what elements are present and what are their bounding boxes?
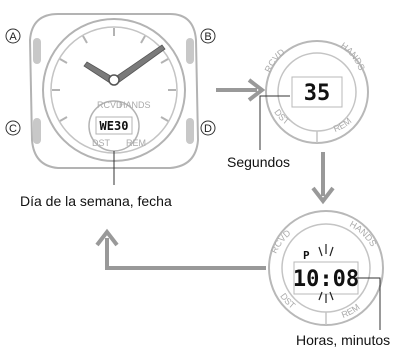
- button-d-badge: [200, 120, 216, 136]
- seconds-leader: [259, 95, 290, 150]
- button-c-badge: [5, 120, 21, 136]
- minute-hand: [113, 44, 166, 84]
- pusher-d: [186, 118, 194, 144]
- case-outline: [28, 13, 200, 169]
- flash-mark: [318, 246, 323, 257]
- pm-indicator: P: [303, 249, 310, 262]
- label-day-date: Día de la semana, fecha: [20, 193, 172, 209]
- subdial-lcd: [95, 116, 133, 135]
- arrow-return: [95, 228, 266, 270]
- subdial-display: WE30: [100, 119, 129, 133]
- pusher-a: [33, 38, 41, 64]
- subdial-label-tl: RCVD: [97, 100, 123, 110]
- hour-markers: [52, 28, 176, 122]
- arrow-shaft: [105, 238, 266, 270]
- button-b-badge: [200, 28, 216, 44]
- arrow-to-time: [311, 152, 335, 205]
- seconds-display-dial: RCVD HANDS DST REM 35: [259, 40, 369, 150]
- marker-4: [160, 116, 169, 122]
- button-a-label: A: [9, 31, 17, 43]
- pusher-c: [33, 118, 41, 144]
- pusher-b: [186, 38, 194, 64]
- arrow-head: [311, 186, 335, 205]
- hand-pivot: [108, 74, 120, 86]
- subdial-label-tr: HANDS: [119, 100, 151, 110]
- marker-10: [59, 58, 68, 64]
- button-d-label: D: [204, 123, 212, 135]
- subdial-label-br: REM: [126, 138, 146, 148]
- marker-8: [59, 116, 68, 122]
- time-digits: 10:08: [293, 267, 359, 292]
- marker-1: [140, 35, 146, 44]
- button-a-badge: [5, 28, 21, 44]
- time-leader: [356, 277, 381, 330]
- time-display-dial: RCVD HANDS DST REM P 10:08: [268, 210, 384, 330]
- time-lcd: [293, 261, 359, 295]
- arrow-head: [95, 228, 119, 247]
- marker-11: [82, 35, 88, 44]
- seconds-digits: 35: [304, 81, 331, 106]
- label-hours-minutes: Horas, minutos: [296, 332, 391, 348]
- seconds-lcd: [291, 76, 343, 108]
- button-c-label: C: [9, 123, 17, 135]
- watch-case: RCVD HANDS DST REM WE30 A B C D: [5, 13, 216, 185]
- label-seconds: Segundos: [227, 154, 291, 170]
- subdial-label-bl: DST: [92, 138, 111, 148]
- marker-2: [160, 58, 169, 64]
- arrow-head: [247, 78, 266, 102]
- flash-marks: [318, 244, 334, 303]
- arrow-to-seconds: [216, 78, 266, 102]
- flash-mark: [318, 291, 323, 301]
- button-b-label: B: [204, 31, 211, 43]
- flash-mark: [329, 291, 334, 301]
- flash-mark: [329, 246, 334, 257]
